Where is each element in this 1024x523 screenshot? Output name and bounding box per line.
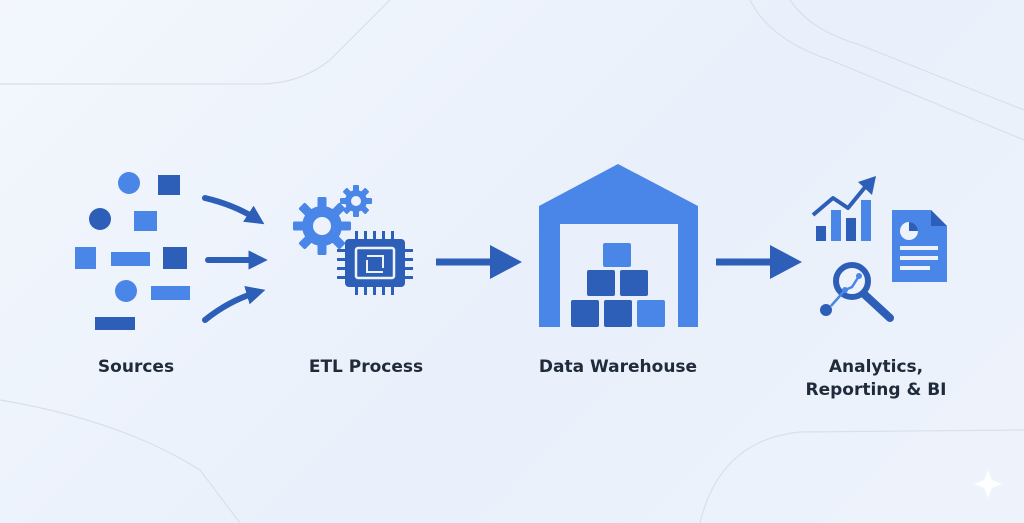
source-square <box>158 175 180 195</box>
sparkle-icon <box>974 470 1002 498</box>
warehouse-icon <box>539 164 698 327</box>
warehouse-boxes <box>571 243 665 327</box>
arrow-icon <box>716 245 802 279</box>
stage-label-etl: ETL Process <box>308 357 424 377</box>
arrow-icon <box>436 245 522 279</box>
bar-chart-icon <box>811 176 876 241</box>
source-square <box>134 211 157 231</box>
chip-icon <box>337 231 413 295</box>
stage-label-analytics: Analytics, Reporting & BI <box>786 356 966 402</box>
source-bar <box>151 286 190 300</box>
sources-icon-group <box>75 172 190 330</box>
source-circle <box>115 280 137 302</box>
source-circle <box>118 172 140 194</box>
arrow-icon <box>202 285 266 323</box>
stage-label-sources: Sources <box>97 357 175 377</box>
gear-icon <box>293 197 351 255</box>
gear-icon <box>340 185 372 217</box>
source-square <box>75 247 96 269</box>
source-square <box>163 247 187 269</box>
magnifier-icon <box>820 262 894 322</box>
report-document-icon <box>892 210 947 282</box>
stage-label-analytics-line1: Analytics, <box>828 357 924 377</box>
sources-arrows <box>202 195 268 323</box>
source-circle <box>89 208 111 230</box>
source-bar <box>111 252 150 266</box>
analytics-icon-group <box>811 176 947 322</box>
etl-icon-group <box>293 185 413 295</box>
stage-label-warehouse: Data Warehouse <box>538 357 698 377</box>
source-bar <box>95 317 135 330</box>
arrow-icon <box>202 195 265 225</box>
stage-label-analytics-line2: Reporting & BI <box>805 380 947 400</box>
